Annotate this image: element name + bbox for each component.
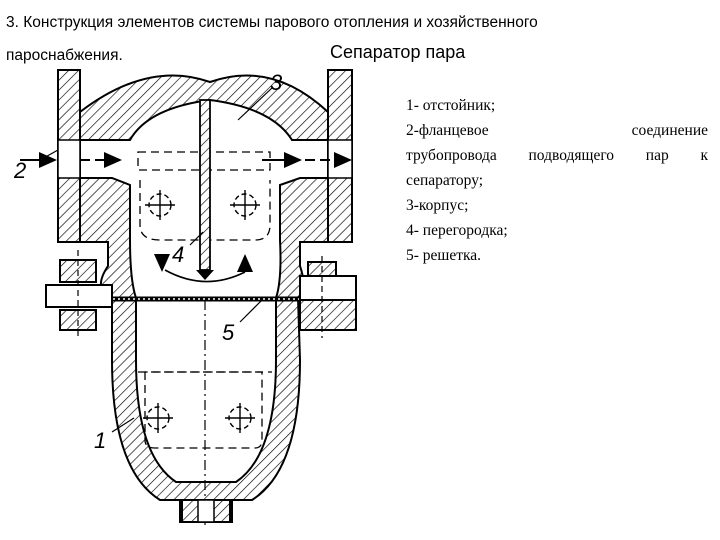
diagram-title: Сепаратор пара bbox=[330, 42, 466, 62]
legend-item-5: 5- решетка. bbox=[406, 247, 482, 264]
legend-item-4: 4- перегородка; bbox=[406, 222, 508, 239]
label-3: 3 bbox=[270, 70, 283, 95]
flange-bolt-right bbox=[299, 256, 357, 338]
bolt-symbols bbox=[143, 190, 260, 433]
label-1: 1 bbox=[94, 428, 106, 453]
label-2: 2 bbox=[13, 158, 26, 183]
flange-bolt-left bbox=[45, 250, 113, 338]
label-4: 4 bbox=[172, 242, 184, 267]
legend-item-2-line-3: сепаратору; bbox=[406, 172, 484, 189]
legend-item-1: 1- отстойник; bbox=[406, 97, 496, 114]
body-wall bbox=[57, 69, 353, 523]
legend-item-3: 3-корпус; bbox=[406, 197, 469, 214]
legend-item-2-line-1: 2-фланцевое соединение bbox=[406, 122, 708, 139]
page-heading: 3. Конструкция элементов системы паровог… bbox=[6, 14, 538, 64]
legend: 1- отстойник; 2-фланцевое соединение тру… bbox=[406, 93, 708, 268]
label-5: 5 bbox=[222, 320, 235, 345]
legend-item-2-line-2: трубопровода подводящего пар к bbox=[406, 147, 708, 164]
partition bbox=[199, 99, 211, 271]
